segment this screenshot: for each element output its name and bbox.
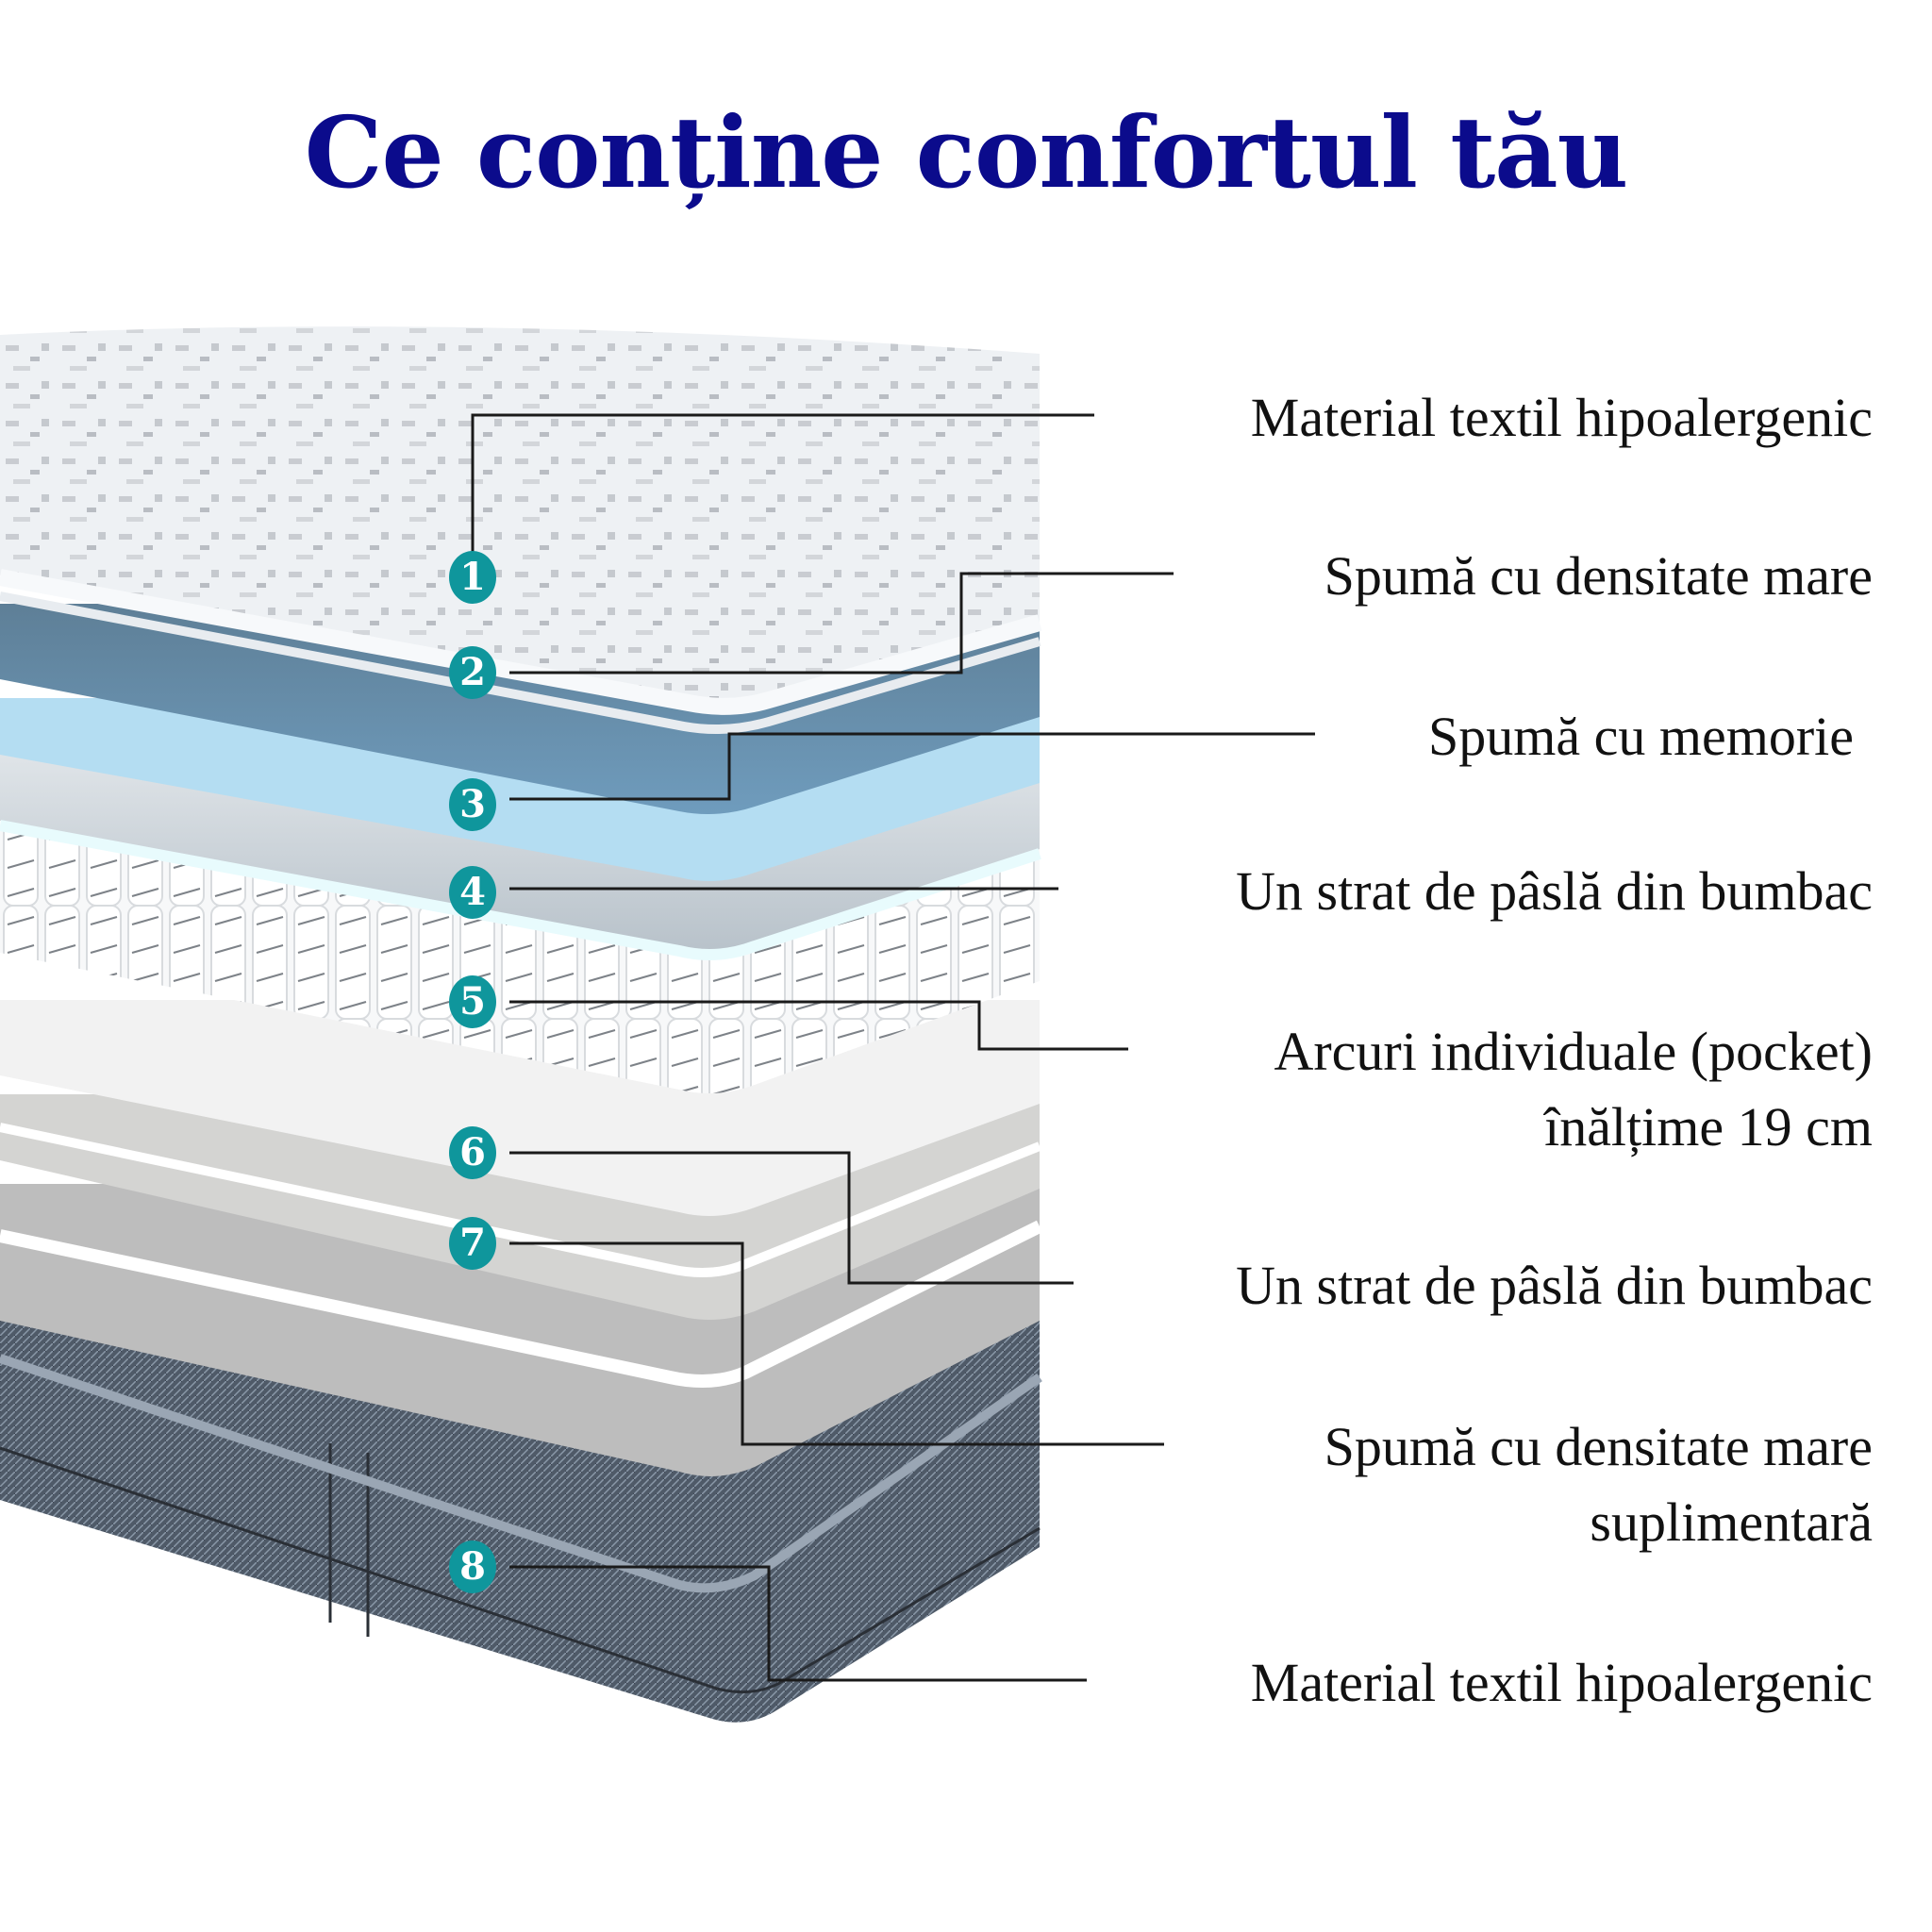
leader-line-3 [509, 732, 1315, 801]
label-line: Material textil hipoalergenic [1250, 387, 1873, 448]
layer-badge-6: 6 [449, 1126, 496, 1179]
layer-badge-8: 8 [449, 1541, 496, 1593]
leader-line-8 [509, 1565, 1087, 1682]
label-line: Arcuri individuale (pocket) [1274, 1021, 1873, 1082]
label-line: suplimentară [1590, 1491, 1873, 1553]
layer-label-6: Un strat de pâslă din bumbac [1236, 1248, 1873, 1324]
layer-badge-7: 7 [449, 1217, 496, 1270]
layer-label-7: Spumă cu densitate mare suplimentară [1324, 1409, 1873, 1560]
leader-line-1 [471, 413, 1094, 552]
label-line: Spumă cu memorie [1427, 706, 1854, 767]
layer-label-5: Arcuri individuale (pocket) înălțime 19 c… [1274, 1014, 1873, 1165]
layer-label-3: Spumă cu memorie [1428, 699, 1854, 774]
leader-line-6 [509, 1151, 1074, 1285]
leader-line-5 [509, 1000, 1128, 1051]
layer-badge-4: 4 [449, 866, 496, 919]
layer-badge-1: 1 [449, 551, 496, 604]
page-title: Ce conține confortul tău [304, 94, 1629, 210]
leader-line-2 [509, 572, 1174, 675]
label-line: Un strat de pâslă din bumbac [1236, 1255, 1873, 1316]
label-line: Spumă cu densitate mare [1324, 545, 1873, 607]
layer-badge-5: 5 [449, 975, 496, 1028]
label-line: Un strat de pâslă din bumbac [1236, 860, 1873, 922]
layer-badge-3: 3 [449, 778, 496, 831]
label-line: Material textil hipoalergenic [1250, 1652, 1873, 1713]
label-line: înălțime 19 cm [1544, 1096, 1873, 1158]
layer-label-8: Material textil hipoalergenic [1251, 1645, 1873, 1721]
layer-badge-2: 2 [449, 646, 496, 699]
layer-label-4: Un strat de pâslă din bumbac [1236, 854, 1873, 929]
layer-1-quilted-cover [0, 326, 1040, 706]
label-line: Spumă cu densitate mare [1324, 1416, 1873, 1477]
layer-label-1: Material textil hipoalergenic [1251, 380, 1873, 456]
leader-line-7 [509, 1241, 1164, 1446]
layer-label-2: Spumă cu densitate mare [1324, 539, 1873, 614]
leader-lines [471, 413, 1315, 1682]
